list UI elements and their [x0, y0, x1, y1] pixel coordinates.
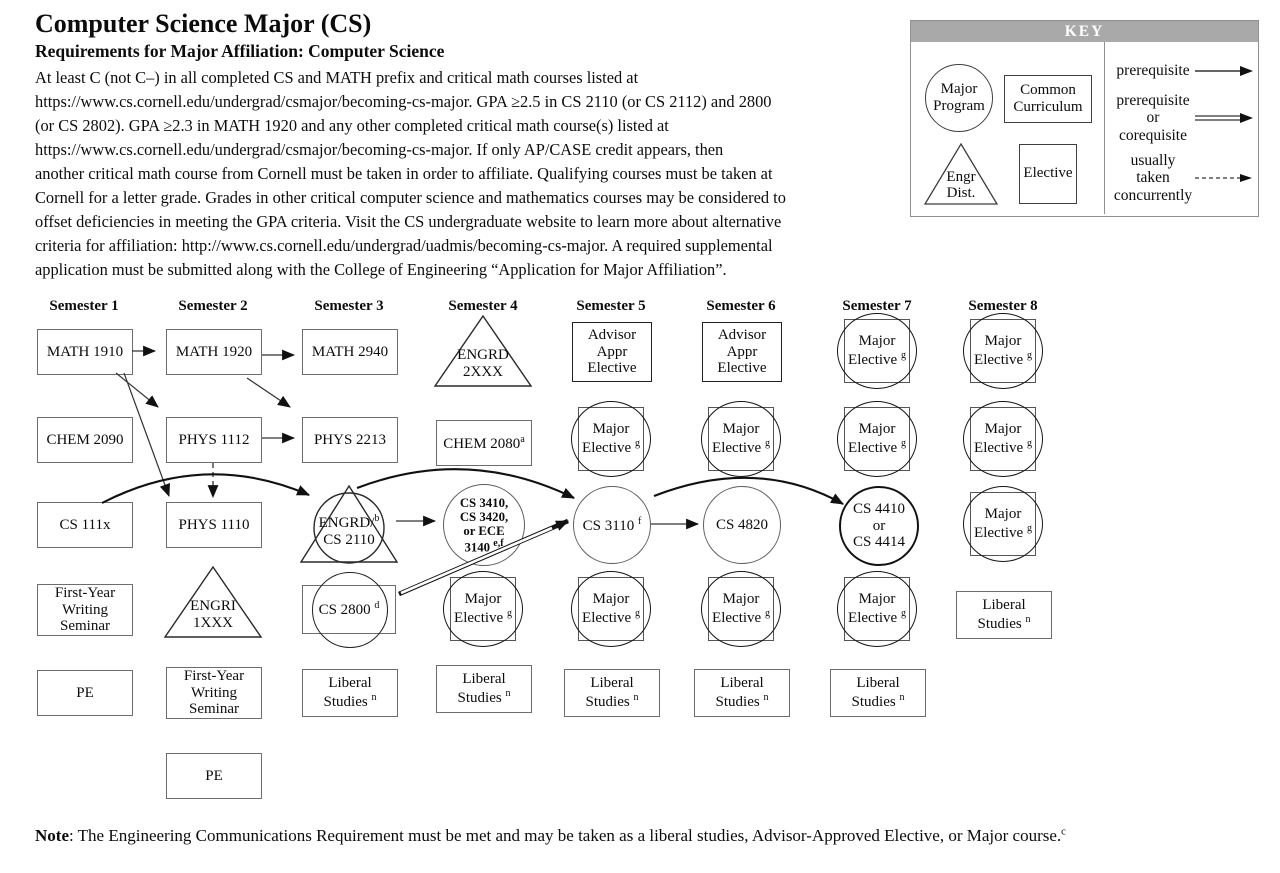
key-prerequisite-label: prerequisite	[1116, 62, 1190, 80]
node-phys-2213: PHYS 2213	[302, 417, 398, 463]
semester-header-8: Semester 8	[968, 298, 1038, 314]
node-math-1920: MATH 1920	[166, 329, 262, 375]
semester-header-5: Semester 5	[576, 298, 646, 314]
key-body: Major Program Common Curriculum Engr Dis…	[911, 42, 1258, 214]
key-common-curriculum-rect-icon: Common Curriculum	[1004, 75, 1092, 123]
key-prereq-or-coreq-label: prerequisite or corequisite	[1116, 91, 1190, 144]
semester-header-6: Semester 6	[706, 298, 776, 314]
prerequisite-arrow-icon	[1195, 66, 1253, 76]
node-pe-2: PE	[166, 753, 262, 799]
note-superscript: c	[1061, 826, 1066, 838]
key-legend: KEY Major Program Common Curriculum Engr…	[910, 20, 1259, 217]
doc-header: Computer Science Major (CS) Requirements…	[35, 9, 975, 282]
key-engr-dist-label: Engr Dist.	[946, 168, 976, 202]
key-concurrent-label: usually taken concurrently	[1113, 151, 1193, 204]
node-cs-4820: CS 4820	[703, 486, 781, 564]
node-chem-2080: CHEM 2080a	[436, 420, 532, 466]
requirements-paragraph: At least C (not C–) in all completed CS …	[35, 67, 786, 279]
page-title: Computer Science Major (CS)	[35, 9, 372, 38]
concurrent-arrow-icon	[1195, 174, 1252, 182]
key-title: KEY	[911, 21, 1258, 42]
key-major-program-circle-icon: Major Program	[925, 64, 993, 132]
semester-header-2: Semester 2	[178, 298, 248, 314]
semester-header-7: Semester 7	[842, 298, 912, 314]
note-text: : The Engineering Communications Require…	[68, 826, 1062, 845]
node-pe-1: PE	[37, 670, 133, 716]
semester-header-3: Semester 3	[314, 298, 384, 314]
footer-note: Note: The Engineering Communications Req…	[35, 826, 1235, 846]
key-row-concurrent: usually taken concurrently	[1111, 150, 1253, 206]
key-elective-square-icon: Elective	[1019, 144, 1077, 204]
semester-header-1: Semester 1	[49, 298, 119, 314]
node-phys-1110: PHYS 1110	[166, 502, 262, 548]
prereq-or-coreq-arrow-icon	[1195, 113, 1253, 123]
page-subtitle: Requirements for Major Affiliation: Comp…	[35, 40, 445, 61]
key-row-prerequisite: prerequisite	[1111, 58, 1253, 84]
node-cs-111x: CS 111x	[37, 502, 133, 548]
key-engr-dist-triangle-icon: Engr Dist.	[923, 142, 999, 206]
node-chem-2090: CHEM 2090	[37, 417, 133, 463]
note-label: Note	[35, 826, 69, 845]
node-math-1910: MATH 1910	[37, 329, 133, 375]
node-cs-2800: CS 2800 d	[302, 571, 396, 648]
node-math-2940: MATH 2940	[302, 329, 398, 375]
node-phys-1112: PHYS 1112	[166, 417, 262, 463]
key-divider	[1104, 42, 1105, 214]
key-row-prereq-or-coreq: prerequisite or corequisite	[1111, 90, 1253, 146]
semester-header-4: Semester 4	[448, 298, 518, 314]
node-cs-3110: CS 3110 f	[573, 486, 651, 564]
